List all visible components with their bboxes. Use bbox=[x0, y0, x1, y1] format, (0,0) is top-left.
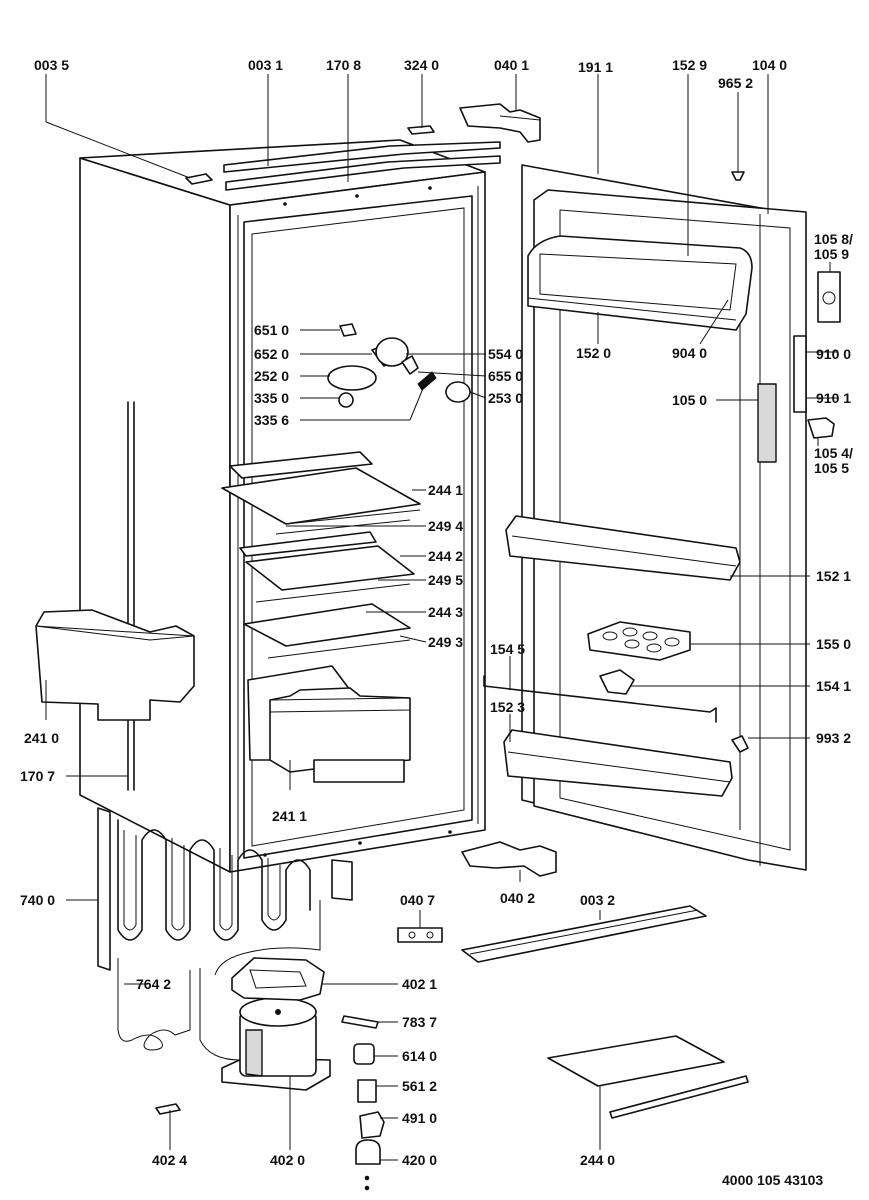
label-2441: 244 1 bbox=[428, 482, 463, 498]
label-3240: 324 0 bbox=[404, 57, 439, 73]
label-6510: 651 0 bbox=[254, 322, 289, 338]
egg-tray-1550 bbox=[587, 621, 691, 661]
label-2493: 249 3 bbox=[428, 634, 463, 650]
label-1707: 170 7 bbox=[20, 768, 55, 784]
label-2440: 244 0 bbox=[580, 1152, 615, 1168]
label-4020: 402 0 bbox=[270, 1152, 305, 1168]
label-0402: 040 2 bbox=[500, 890, 535, 906]
label-0407: 040 7 bbox=[400, 892, 435, 908]
label-1541: 154 1 bbox=[816, 678, 851, 694]
label-2520: 252 0 bbox=[254, 368, 289, 384]
label-1050: 105 0 bbox=[672, 392, 707, 408]
label-2495: 249 5 bbox=[428, 572, 463, 588]
label-1708: 170 8 bbox=[326, 57, 361, 73]
label-0032: 003 2 bbox=[580, 892, 615, 908]
vegetable-crisper-2411 bbox=[247, 665, 411, 783]
label-2442: 244 2 bbox=[428, 548, 463, 564]
label-4910: 491 0 bbox=[402, 1110, 437, 1126]
label-9100: 910 0 bbox=[816, 346, 851, 362]
label-1521: 152 1 bbox=[816, 568, 851, 584]
label-9932: 993 2 bbox=[816, 730, 851, 746]
label-9652: 965 2 bbox=[718, 75, 753, 91]
compressor-bracket-4021 bbox=[231, 957, 325, 1001]
label-0031: 003 1 bbox=[248, 57, 283, 73]
bottle-retainer-1545 bbox=[483, 669, 717, 723]
label-1040: 104 0 bbox=[752, 57, 787, 73]
condenser-coil bbox=[97, 807, 353, 1061]
label-1520: 152 0 bbox=[576, 345, 611, 361]
compressor bbox=[221, 997, 331, 1091]
cover-strip-0032 bbox=[461, 905, 707, 963]
glass-shelves bbox=[221, 451, 421, 659]
glass-plate-2440 bbox=[547, 1035, 749, 1119]
label-4200: 420 0 bbox=[402, 1152, 437, 1168]
label-1059: 105 9 bbox=[814, 246, 849, 262]
label-0401: 040 1 bbox=[494, 57, 529, 73]
label-1054: 105 4/ bbox=[814, 445, 853, 461]
top-hinge bbox=[459, 103, 541, 143]
label-4024: 402 4 bbox=[152, 1152, 187, 1168]
part-labels: 003 5 003 1 170 8 324 0 040 1 191 1 152 … bbox=[20, 57, 853, 1188]
label-1545: 154 5 bbox=[490, 641, 525, 657]
label-3356: 335 6 bbox=[254, 412, 289, 428]
label-5612: 561 2 bbox=[402, 1078, 437, 1094]
label-1523: 152 3 bbox=[490, 699, 525, 715]
label-1529: 152 9 bbox=[672, 57, 707, 73]
leader-lines bbox=[45, 74, 838, 1161]
label-2410: 241 0 bbox=[24, 730, 59, 746]
label-7400: 740 0 bbox=[20, 892, 55, 908]
label-4021: 402 1 bbox=[402, 976, 437, 992]
thermostat-lamp-parts bbox=[327, 323, 471, 408]
label-2494: 249 4 bbox=[428, 518, 463, 534]
label-1550: 155 0 bbox=[816, 636, 851, 652]
label-2443: 244 3 bbox=[428, 604, 463, 620]
door-shelf-1523 bbox=[503, 729, 749, 797]
label-2411: 241 1 bbox=[272, 808, 307, 824]
small-electrical-parts bbox=[155, 1015, 385, 1191]
label-6550: 655 0 bbox=[488, 368, 523, 384]
document-number: 4000 105 43103 bbox=[722, 1172, 823, 1188]
label-3350: 335 0 bbox=[254, 390, 289, 406]
storage-bin-2410 bbox=[35, 609, 195, 721]
label-7642: 764 2 bbox=[136, 976, 171, 992]
label-1055: 105 5 bbox=[814, 460, 849, 476]
label-2530: 253 0 bbox=[488, 390, 523, 406]
label-5540: 554 0 bbox=[488, 346, 523, 362]
label-7837: 783 7 bbox=[402, 1014, 437, 1030]
label-6140: 614 0 bbox=[402, 1048, 437, 1064]
label-6520: 652 0 bbox=[254, 346, 289, 362]
dairy-compartment-1529 bbox=[527, 235, 753, 331]
door-shelf-1521 bbox=[505, 515, 741, 581]
label-9040: 904 0 bbox=[672, 345, 707, 361]
label-9101: 910 1 bbox=[816, 390, 851, 406]
label-0035: 003 5 bbox=[34, 57, 69, 73]
label-1911: 191 1 bbox=[578, 59, 613, 75]
label-1058: 105 8/ bbox=[814, 231, 853, 247]
bracket-0407 bbox=[397, 927, 443, 943]
